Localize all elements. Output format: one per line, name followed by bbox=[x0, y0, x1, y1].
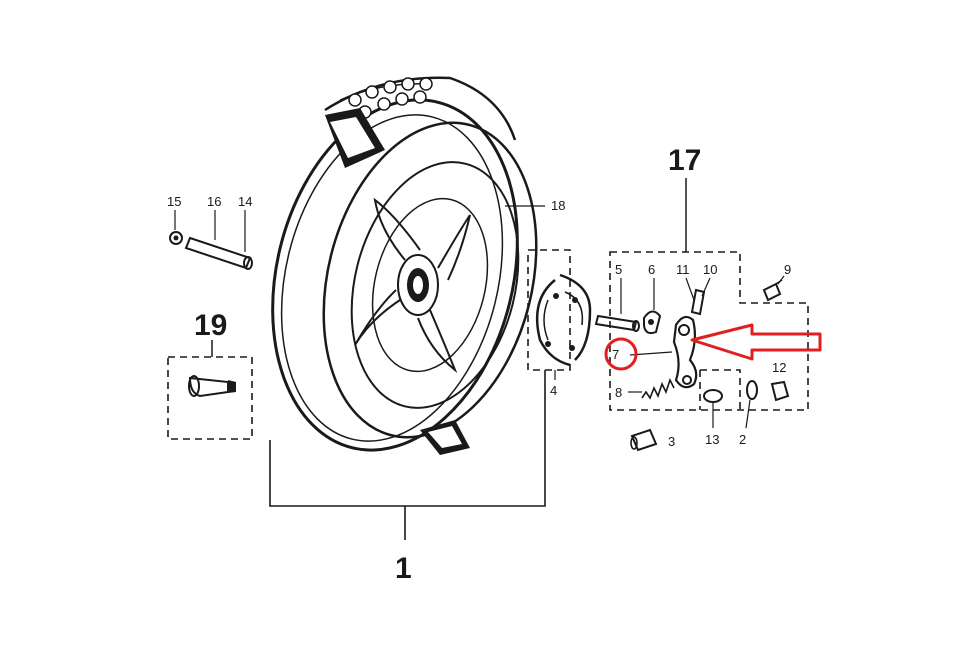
part-label-12: 12 bbox=[772, 360, 786, 375]
part-label-6: 6 bbox=[648, 262, 655, 277]
part-label-18: 18 bbox=[551, 198, 565, 213]
brake-cam-drawing bbox=[594, 277, 790, 429]
highlight-arrow bbox=[690, 323, 822, 361]
part-label-19: 19 bbox=[194, 309, 227, 342]
part-label-11: 11 bbox=[676, 262, 690, 277]
part-label-2: 2 bbox=[739, 432, 746, 447]
valve-drawing bbox=[188, 375, 236, 398]
highlight-marker bbox=[604, 323, 822, 371]
dust-cap-drawing bbox=[630, 428, 658, 452]
tread-pattern bbox=[348, 77, 433, 119]
part-label-9: 9 bbox=[784, 262, 791, 277]
part-label-1: 1 bbox=[395, 552, 412, 585]
grease-nipple-drawing bbox=[762, 275, 785, 302]
brake-shoe-box bbox=[527, 249, 571, 371]
part-label-5: 5 bbox=[615, 262, 622, 277]
brake-shoe-drawing bbox=[535, 273, 592, 367]
part-label-13: 13 bbox=[705, 432, 719, 447]
axle-bolt-drawing bbox=[169, 210, 253, 270]
part-label-14: 14 bbox=[238, 194, 252, 209]
valve-box bbox=[167, 356, 253, 440]
part-label-17: 17 bbox=[668, 144, 701, 177]
part-label-10: 10 bbox=[703, 262, 717, 277]
part-label-15: 15 bbox=[167, 194, 181, 209]
wheel-assembly-drawing bbox=[271, 76, 538, 455]
part-label-4: 4 bbox=[550, 383, 557, 398]
highlight-circle bbox=[604, 337, 638, 371]
part-label-7: 7 bbox=[612, 347, 619, 362]
part-label-8: 8 bbox=[615, 385, 622, 400]
part-label-3: 3 bbox=[668, 434, 675, 449]
part-label-16: 16 bbox=[207, 194, 221, 209]
brake-cam-box bbox=[609, 251, 809, 411]
